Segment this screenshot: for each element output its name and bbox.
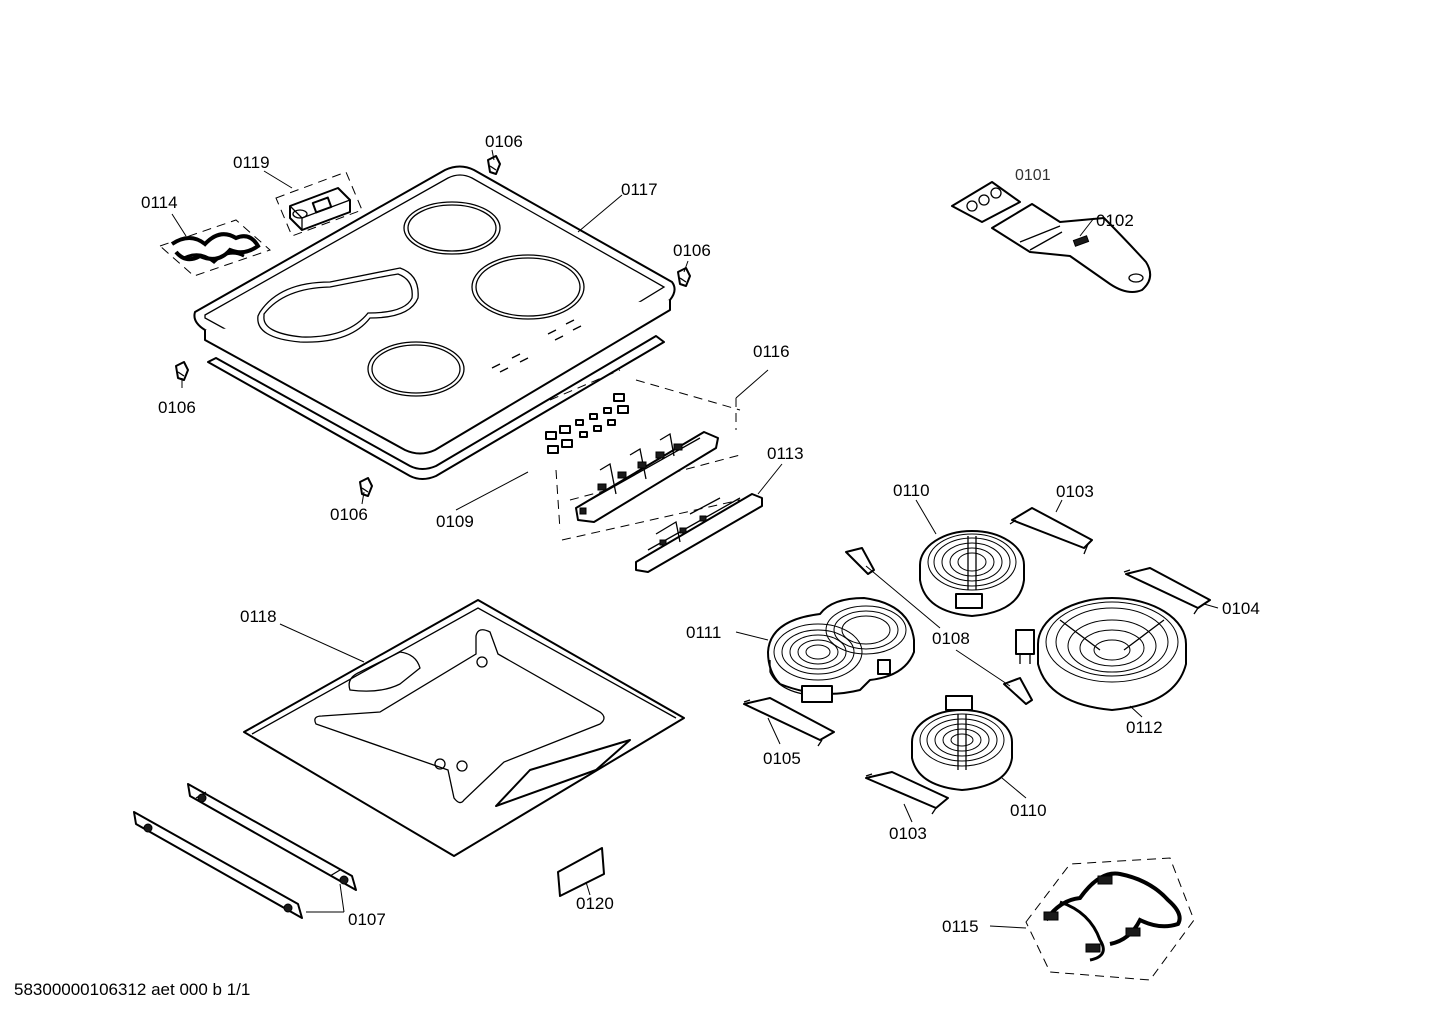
radiant-heater-large[interactable] xyxy=(1037,597,1187,711)
label-0105: 0105 xyxy=(763,749,801,768)
clip-0106-bottom[interactable] xyxy=(359,477,373,497)
rating-label[interactable] xyxy=(557,847,605,897)
clip-0106-right[interactable] xyxy=(677,267,691,287)
label-0106-left: 0106 xyxy=(158,398,196,417)
label-0106-right: 0106 xyxy=(673,241,711,260)
support-bracket-0104[interactable] xyxy=(1123,567,1211,615)
label-0101: 0101 xyxy=(1015,167,1051,184)
label-0102: 0102 xyxy=(1096,211,1134,230)
terminal-block[interactable] xyxy=(275,171,363,237)
label-0104: 0104 xyxy=(1222,599,1260,618)
label-0108: 0108 xyxy=(932,629,970,648)
scraper-tool[interactable] xyxy=(991,203,1152,293)
bottom-tray[interactable] xyxy=(243,599,685,857)
seal-frame[interactable] xyxy=(207,335,665,480)
part-labels: 0106 0117 0119 0114 0106 0106 0106 0109 … xyxy=(141,132,1260,936)
label-0119: 0119 xyxy=(233,153,270,172)
cable-set-0114[interactable] xyxy=(159,219,271,277)
mounting-bracket-upper[interactable] xyxy=(187,783,357,891)
radiant-heater-upper[interactable] xyxy=(919,530,1025,617)
limiter-switch[interactable] xyxy=(1015,629,1035,664)
scraper-blade-card[interactable] xyxy=(951,181,1021,223)
label-0106-top: 0106 xyxy=(485,132,523,151)
label-0103-lower: 0103 xyxy=(889,824,927,843)
support-bracket-0103-upper[interactable] xyxy=(1009,507,1093,555)
label-0107: 0107 xyxy=(348,910,386,929)
drawing-code: 58300000106312 aet 000 b 1/1 xyxy=(14,980,251,999)
label-0118: 0118 xyxy=(240,607,277,626)
hob-glass-top[interactable] xyxy=(193,165,676,455)
clip-0106-left[interactable] xyxy=(175,361,189,381)
label-0120: 0120 xyxy=(576,894,614,913)
clip-0106-top[interactable] xyxy=(487,155,501,175)
carrier-rail[interactable] xyxy=(635,493,763,573)
label-0106-bottom: 0106 xyxy=(330,505,368,524)
label-0112: 0112 xyxy=(1126,718,1163,737)
cable-set-0115[interactable] xyxy=(1025,857,1195,981)
label-0117: 0117 xyxy=(621,180,658,199)
label-0113: 0113 xyxy=(767,444,804,463)
radiant-heater-lower[interactable] xyxy=(911,695,1013,791)
spring-clip-0108-a[interactable] xyxy=(845,547,875,575)
support-bracket-0103-lower[interactable] xyxy=(865,771,949,815)
label-0110-lower: 0110 xyxy=(1010,801,1047,820)
label-0115: 0115 xyxy=(942,917,979,936)
dual-radiant-heater[interactable] xyxy=(767,597,915,703)
label-0103-upper: 0103 xyxy=(1056,482,1094,501)
support-bracket-0105[interactable] xyxy=(743,697,835,747)
leader-lines xyxy=(171,149,1219,929)
label-0111: 0111 xyxy=(686,623,721,642)
mounting-bracket-lower[interactable] xyxy=(133,811,303,919)
label-0114: 0114 xyxy=(141,193,178,212)
label-0110-upper: 0110 xyxy=(893,481,930,500)
spring-clip-0108-b[interactable] xyxy=(1003,677,1033,705)
control-module[interactable] xyxy=(545,369,741,541)
label-0116: 0116 xyxy=(753,342,790,361)
label-0109: 0109 xyxy=(436,512,474,531)
